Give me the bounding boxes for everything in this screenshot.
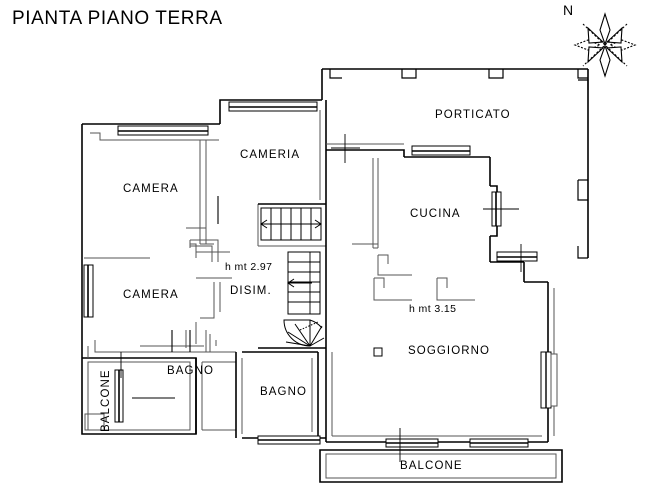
- window-soggiorno-bottom-1: [385, 438, 439, 448]
- room-label-soggiorno: SOGGIORNO: [408, 345, 491, 357]
- window-camera2-left: [83, 264, 94, 318]
- axis-marker-north: [331, 134, 360, 163]
- page-title: PIANTA PIANO TERRA: [12, 8, 223, 29]
- window-cucina-north: [411, 145, 471, 156]
- spiral-stair: [283, 319, 325, 347]
- window-camera-top: [117, 125, 209, 136]
- room-label-balcone-bottom: BALCONE: [400, 460, 463, 472]
- door-balcone-left: [114, 369, 124, 423]
- room-label-bagno-2: BAGNO: [260, 386, 308, 398]
- compass-rose-icon: [573, 12, 637, 78]
- room-label-balcone-left: BALCONE: [100, 369, 112, 432]
- window-soggiorno-east: [540, 351, 558, 409]
- window-soggiorno-upper: [496, 251, 538, 262]
- window-soggiorno-bottom-2: [469, 438, 529, 448]
- porticato-columns: [329, 69, 589, 90]
- stair-run-upper: [260, 207, 322, 241]
- cucina-fixtures: [373, 277, 475, 301]
- axis-marker-east: [483, 196, 519, 222]
- dimension-height-living: h mt 3.15: [409, 303, 457, 315]
- room-label-porticato: PORTICATO: [435, 109, 511, 121]
- dimension-height-ground: h mt 2.97: [225, 261, 273, 273]
- room-label-cucina: CUCINA: [410, 208, 461, 220]
- stair-run-lower: [287, 251, 321, 315]
- room-label-camera-1: CAMERA: [123, 183, 179, 195]
- window-cameria-top: [228, 101, 318, 112]
- soggiorno-square-marker: [373, 347, 383, 357]
- room-label-bagno-1: BAGNO: [167, 365, 215, 377]
- room-label-cameria: CAMERIA: [240, 149, 301, 161]
- compass-north-label: N: [563, 2, 574, 18]
- window-bagno2-bottom: [257, 435, 321, 445]
- room-label-camera-2: CAMERA: [123, 289, 179, 301]
- room-label-disim: DISIM.: [230, 285, 272, 297]
